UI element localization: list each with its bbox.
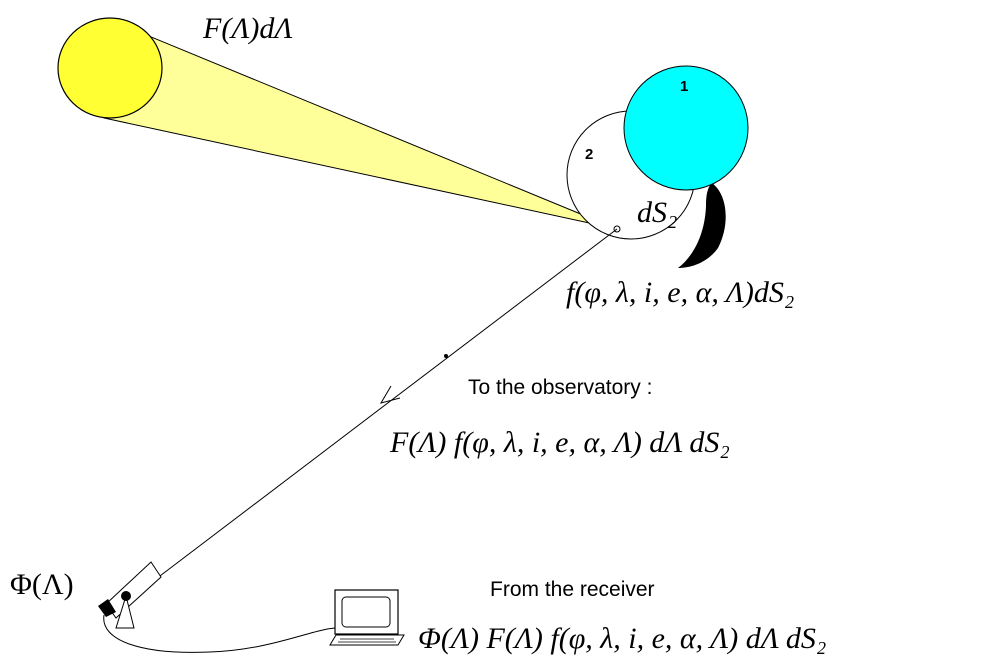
path-midpoint-dot (444, 354, 448, 358)
reflectance-label: f(φ, λ, i, e, α, Λ)dS₂ (566, 276, 794, 309)
sun (58, 18, 162, 118)
path-direction-arrow (381, 386, 400, 403)
telescope-icon (98, 562, 161, 628)
sun-flux-label: F(Λ)dΛ (202, 12, 293, 45)
to-observatory-caption: To the observatory : (468, 376, 652, 399)
surface-element-label: dS₂ (637, 196, 677, 229)
from-receiver-formula: Φ(Λ) F(Λ) f(φ, λ, i, e, α, Λ) dΛ dS₂ (418, 622, 826, 655)
sun-light-beam (104, 20, 617, 229)
body-1-number: 1 (680, 78, 688, 95)
body-2-number: 2 (585, 146, 593, 163)
receiver-response-label: Φ(Λ) (10, 568, 74, 601)
to-observatory-formula: F(Λ) f(φ, λ, i, e, α, Λ) dΛ dS₂ (389, 426, 730, 459)
from-receiver-caption: From the receiver (490, 578, 655, 601)
receiver-cable (104, 615, 335, 652)
computer-icon (330, 590, 404, 645)
light-path-line (152, 229, 617, 582)
